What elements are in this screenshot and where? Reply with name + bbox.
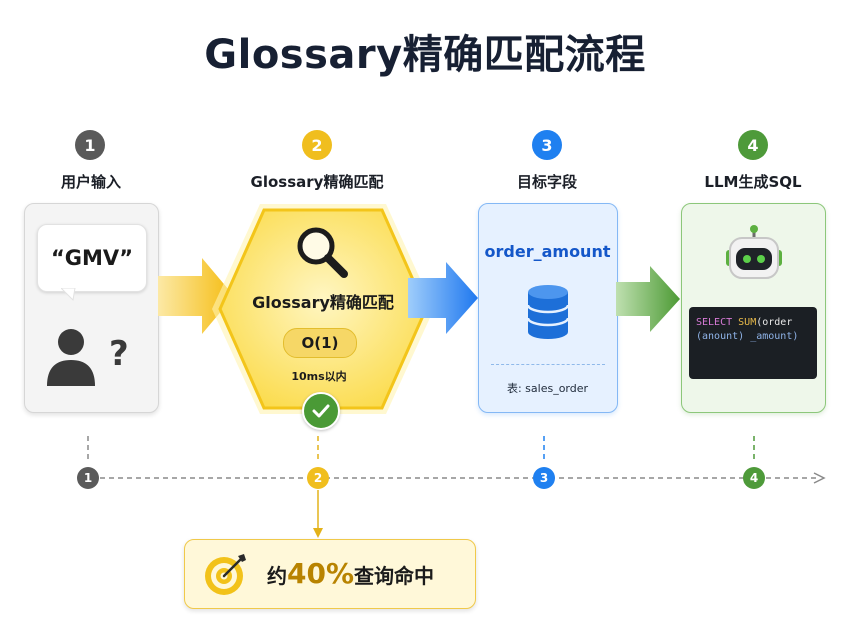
table-label: 表: sales_order [506,382,589,395]
input-card: “GMV” ? [24,203,159,413]
step-number-4: 4 [738,130,768,160]
database-icon [526,285,570,339]
complexity-text: O(1) [301,334,339,352]
timeline-dot-1: 1 [77,467,99,489]
result-suffix: 查询命中 [354,564,435,588]
timeline [87,436,826,538]
result-box: 约40%查询命中 [184,539,476,609]
sql-card: SELECT SUM(order (anount) _amount) [681,203,826,413]
match-title: Glossary精确匹配 [252,293,394,312]
step-label-sql: LLM生成SQL [704,173,802,191]
check-circle-icon [302,392,340,430]
field-card: order_amount 表: sales_order [478,203,618,413]
timeline-dot-2: 2 [307,467,329,489]
result-prefix: 约 [267,564,287,588]
complexity-badge: O(1) [283,328,357,358]
step-label-input: 用户输入 [60,173,121,191]
result-value: 40% [287,557,355,590]
timeline-dot-4: 4 [743,467,765,489]
sql-keyword: SELECT [696,317,733,328]
user-icon [47,329,95,386]
bubble-text: “GMV” [51,246,133,270]
field-divider [491,364,605,365]
page-title: Glossary精确匹配流程 [204,32,646,78]
sql-code-block: SELECT SUM(order (anount) _amount) [689,307,817,379]
match-hexagon [212,204,434,414]
timeline-dot-3: 3 [533,467,555,489]
step-label-match: Glossary精确匹配 [250,173,384,191]
step-number-2: 2 [302,130,332,160]
arrow-field-to-sql [616,266,680,332]
magnifier-icon [297,227,348,278]
speech-bubble: “GMV” [37,224,147,292]
sql-arg-2b: _amount) [750,331,799,342]
robot-icon [726,225,782,279]
field-name: order_amount [484,242,611,261]
sql-arg: (order [756,317,793,328]
question-mark: ? [109,334,129,374]
bubble-tail [61,288,76,302]
target-icon [205,554,246,595]
step-number-3: 3 [532,130,562,160]
step-number-1: 1 [75,130,105,160]
result-text: 约40%查询命中 [267,557,434,590]
latency-text: 10ms以内 [291,370,347,383]
sql-line-1: SELECT SUM(order [696,316,810,330]
sql-function: SUM [738,317,757,328]
arrow-match-to-field [408,262,478,334]
sql-line-2: (anount) _amount) [696,330,810,344]
step-label-field: 目标字段 [516,173,577,191]
sql-arg-2a: (anount) [696,331,745,342]
